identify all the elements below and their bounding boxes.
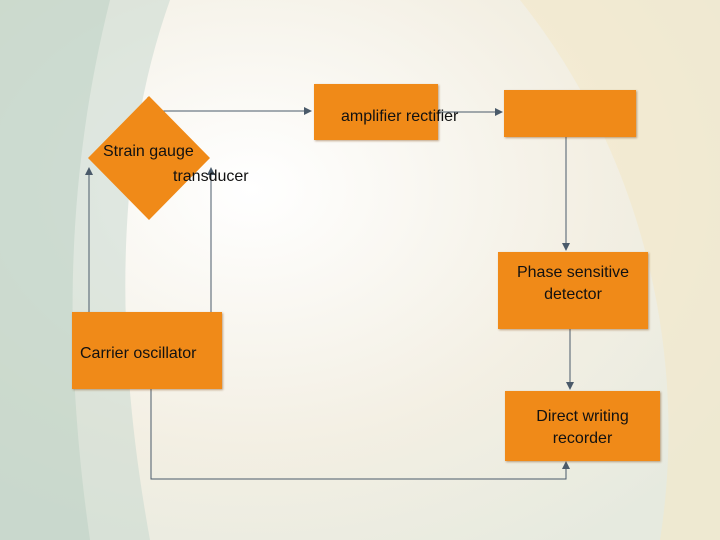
strain-gauge-transducer-diamond (88, 96, 210, 220)
carrier-oscillator-label: Carrier oscillator (80, 345, 197, 362)
recorder-line2: recorder (552, 430, 613, 447)
direct-writing-recorder-label: Direct writing recorder (505, 406, 660, 450)
direct-writing-recorder-box (505, 391, 660, 461)
phase-sensitive-detector-label: Phase sensitive detector (498, 262, 648, 306)
recorder-line1: Direct writing (536, 408, 629, 425)
phase-sensitive-detector-box (498, 252, 648, 329)
transducer-label: transducer (173, 168, 249, 185)
carrier-oscillator-box (72, 312, 222, 389)
arrow-carrier-to-recorder (150, 389, 570, 480)
amplifier-rectifier-label: amplifier rectifier (341, 108, 459, 125)
strain-gauge-label: Strain gauge (103, 143, 194, 160)
phase-detector-line2: detector (544, 286, 602, 303)
amplifier-rectifier-box (314, 84, 438, 140)
phase-detector-line1: Phase sensitive (516, 264, 630, 281)
unlabeled-box (504, 90, 636, 137)
